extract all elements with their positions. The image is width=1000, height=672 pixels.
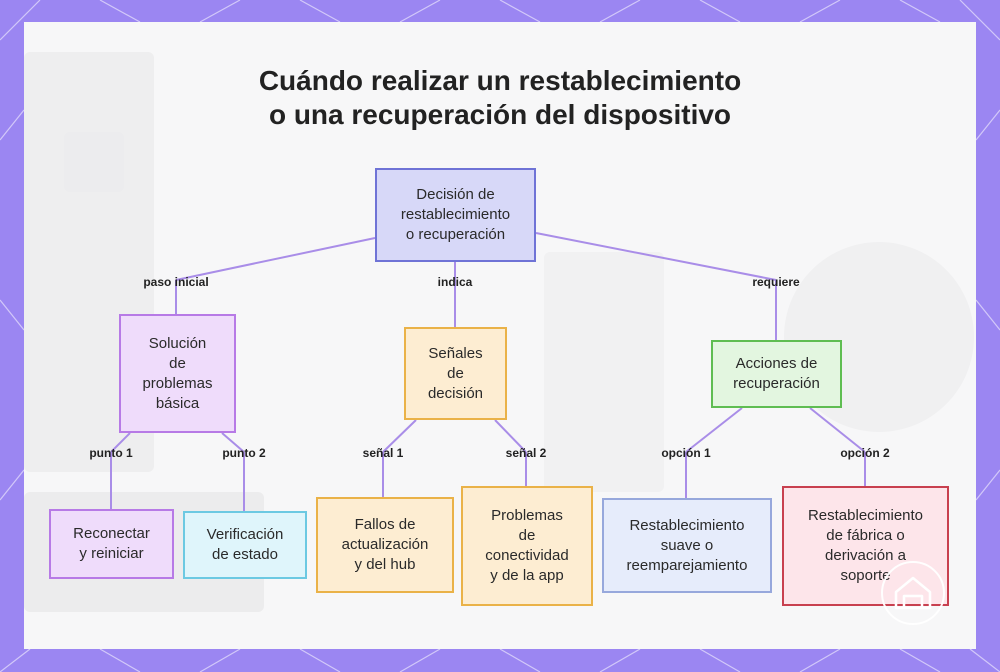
edge-label-first-step: paso inicial [143,275,209,289]
node-label: Restablecimiento de fábrica o derivación… [807,507,924,584]
node-soft-reset-repair: Restablecimiento suave o reemparejamient… [602,498,772,593]
node-label: Señales de decisión [427,344,484,402]
connector-line [110,432,131,453]
node-label: Verificación de estado [206,526,284,563]
node-status-check: Verificación de estado [183,511,307,579]
node-basic-troubleshooting: Solución de problemas básica [119,314,236,433]
node-label: Problemas de conectividad y de la app [485,507,569,584]
connector-line [535,232,777,281]
edge-label-step-2: punto 2 [222,446,266,460]
title-line-2: o una recuperación del dispositivo [268,99,732,130]
connector-line [382,419,417,453]
edge-label-option-1: opción 1 [661,446,711,460]
node-label: Acciones de recuperación [733,355,820,392]
connector-line [494,419,527,453]
node-label: Decisión de restablecimiento o recuperac… [400,186,511,243]
node-root-decision: Decisión de restablecimiento o recuperac… [375,168,536,262]
edge-label-signal-2: señal 2 [505,446,547,460]
edge-label-signal-1: señal 1 [362,446,404,460]
edge-label-indicates: indica [437,275,473,289]
background-blur-panel [544,252,664,492]
node-connectivity-app-problems: Problemas de conectividad y de la app [461,486,593,606]
node-label: Reconectar y reiniciar [73,525,150,562]
connector-line [809,407,866,453]
node-label: Fallos de actualización y del hub [341,516,429,573]
node-reconnect-restart: Reconectar y reiniciar [49,509,174,579]
edge-label-requires: requiere [752,275,800,289]
title-line-1: Cuándo realizar un restablecimiento [258,65,742,96]
connector-line [685,407,743,453]
node-recovery-actions: Acciones de recuperación [711,340,842,408]
page-title: Cuándo realizar un restablecimiento o un… [0,64,1000,132]
connector-line [221,432,245,453]
edge-label-option-2: opción 2 [840,446,890,460]
connector-line [175,237,376,281]
node-label: Restablecimiento suave o reemparejamient… [626,516,748,574]
node-label: Solución de problemas básica [142,334,213,412]
house-logo-icon [881,561,945,625]
edge-label-step-1: punto 1 [89,446,133,460]
background-blur-panel [64,132,124,192]
node-decision-signals: Señales de decisión [404,327,507,420]
node-update-hub-failures: Fallos de actualización y del hub [316,497,454,593]
